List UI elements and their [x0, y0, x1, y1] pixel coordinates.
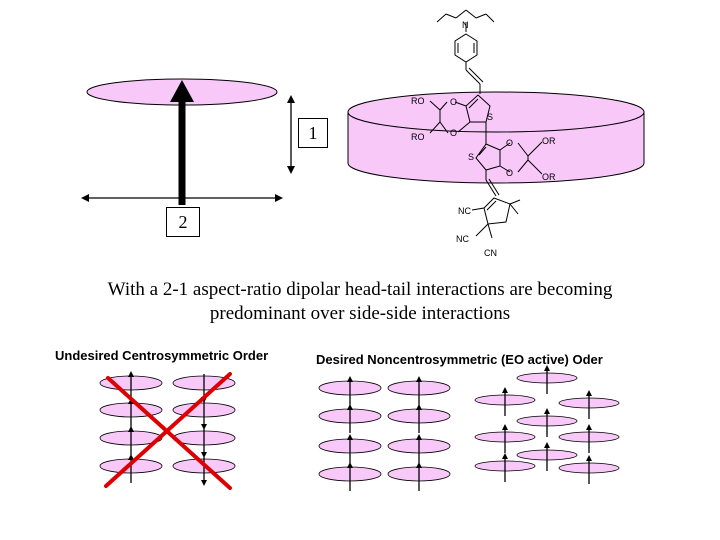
desired-order-staggered [474, 365, 620, 484]
chromophore-cylinder [347, 91, 645, 184]
undesired-order-grid [99, 371, 236, 486]
red-cross-line-1 [106, 376, 232, 490]
chem-label-o3: O [506, 138, 513, 148]
desired-unit [387, 376, 451, 405]
caption-line-1: With a 2-1 aspect-ratio dipolar head-tai… [107, 279, 613, 300]
dipole-arrow-head [170, 80, 194, 102]
staggered-unit [558, 390, 620, 419]
chem-label-cn: CN [484, 248, 497, 258]
undesired-unit-down [172, 457, 236, 486]
desired-order-grid [318, 376, 451, 491]
cylinder-top [347, 91, 645, 133]
chem-label-or-top: OR [542, 136, 556, 146]
caption-line-2: predominant over side-side interactions [209, 303, 511, 324]
desired-unit [318, 434, 382, 463]
caption: With a 2-1 aspect-ratio dipolar head-tai… [60, 278, 660, 326]
chem-label-o4: O [506, 168, 513, 178]
staggered-unit [558, 424, 620, 453]
desired-unit [318, 462, 382, 491]
chem-label-o2: O [450, 128, 457, 138]
undesired-unit-down [172, 401, 236, 430]
chem-label-n: N [462, 20, 469, 30]
desired-order-label: Desired Noncentrosymmetric (EO active) O… [316, 352, 603, 367]
staggered-unit [474, 453, 536, 482]
chemical-labels: N RO O S RO O O OR S O OR NC NC CN [411, 20, 556, 258]
dipole-disk-illustration [81, 78, 295, 205]
chem-label-s-top: S [487, 112, 493, 122]
chemical-structure [429, 9, 543, 239]
staggered-unit [516, 442, 578, 471]
undesired-unit-up [99, 426, 163, 455]
desired-unit [387, 434, 451, 463]
chem-label-or-bottom: OR [542, 172, 556, 182]
chem-label-o1: O [450, 97, 457, 107]
staggered-unit [516, 408, 578, 437]
staggered-unit [474, 424, 536, 453]
undesired-order-label: Undesired Centrosymmetric Order [55, 348, 269, 363]
desired-unit [318, 376, 382, 405]
red-cross-line-2 [104, 372, 232, 488]
staggered-unit [474, 387, 536, 416]
chem-label-ro-bottom: RO [411, 132, 425, 142]
width-label-box: 2 [166, 207, 200, 237]
chem-label-ro-top: RO [411, 96, 425, 106]
chem-label-nc-2: NC [456, 234, 469, 244]
chem-label-s-bottom: S [468, 152, 474, 162]
desired-unit [318, 404, 382, 433]
undesired-unit-up [99, 398, 163, 427]
chem-label-nc-1: NC [458, 206, 471, 216]
desired-unit [387, 462, 451, 491]
undesired-unit-down [172, 374, 236, 403]
undesired-unit-down [172, 429, 236, 458]
height-label-box: 1 [298, 118, 328, 148]
red-cross [104, 372, 232, 490]
staggered-unit [516, 365, 578, 394]
staggered-unit [558, 455, 620, 484]
desired-unit [387, 404, 451, 433]
